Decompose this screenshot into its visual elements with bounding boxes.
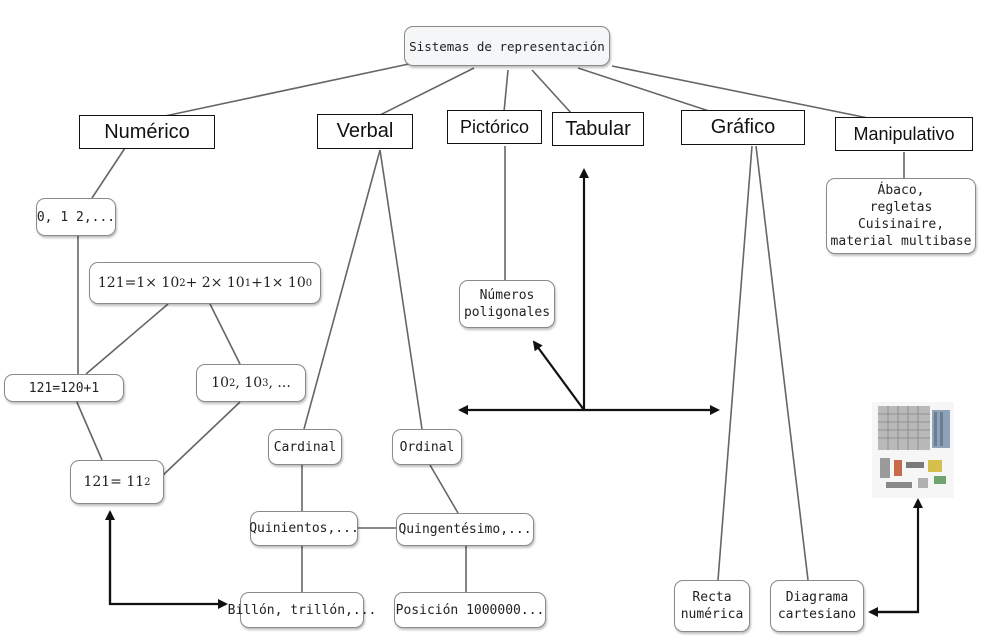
arrow-layer xyxy=(105,168,923,617)
node-recta[interactable]: Recta numérica xyxy=(674,580,750,632)
category-numerico[interactable]: Numérico xyxy=(79,115,215,149)
powers-part-b: , 10 xyxy=(235,374,263,391)
numeric-connectors xyxy=(75,147,241,479)
powers-part-a: 10 xyxy=(211,374,230,391)
powers-part-c: , ... xyxy=(268,374,291,391)
arrow-square-to-billon xyxy=(108,512,228,609)
node-posicion[interactable]: Posición 1000000... xyxy=(394,592,546,628)
expanded-exp-1: 2 xyxy=(179,277,186,289)
grafico-connectors xyxy=(717,145,809,581)
arrow-to-blocks-image xyxy=(870,498,923,614)
category-grafico[interactable]: Gráfico xyxy=(681,110,805,145)
root-node[interactable]: Sistemas de representación xyxy=(404,26,610,66)
base-ten-blocks-image xyxy=(872,402,954,498)
root-connectors xyxy=(164,61,869,119)
category-tabular[interactable]: Tabular xyxy=(552,112,644,146)
expanded-part-c: +1× 10 xyxy=(251,274,306,291)
category-verbal[interactable]: Verbal xyxy=(317,114,413,149)
expanded-exp-2: 1 xyxy=(244,277,252,289)
expanded-part-a: 121=1× 10 xyxy=(97,274,180,291)
powers-exp-2: 3 xyxy=(262,377,269,389)
expanded-part-b: + 2× 10 xyxy=(185,274,245,291)
node-abaco[interactable]: Ábaco, regletas Cuisinaire, material mul… xyxy=(826,178,976,254)
node-quingentesimo[interactable]: Quingentésimo,... xyxy=(396,513,534,546)
node-ordinal[interactable]: Ordinal xyxy=(392,429,462,465)
node-quinientos[interactable]: Quinientos,... xyxy=(249,511,359,546)
node-diagrama[interactable]: Diagrama cartesiano xyxy=(770,580,864,632)
category-pictorico[interactable]: Pictórico xyxy=(447,110,542,144)
node-cardinal[interactable]: Cardinal xyxy=(268,429,342,465)
node-sum[interactable]: 121=120+1 xyxy=(4,374,124,402)
node-billon[interactable]: Billón, trillón,... xyxy=(228,592,376,628)
node-poligonales[interactable]: Números poligonales xyxy=(459,280,555,328)
verbal-connectors xyxy=(301,149,467,592)
square-part-a: 121= 11 xyxy=(83,473,145,490)
axis-arrow-diagonal xyxy=(532,340,585,411)
powers-exp-1: 2 xyxy=(229,377,236,389)
expanded-exp-3: 0 xyxy=(305,277,313,289)
node-digits[interactable]: 0, 1 2,... xyxy=(36,198,116,236)
square-exp-1: 2 xyxy=(144,476,151,488)
category-manipulativo[interactable]: Manipulativo xyxy=(835,117,973,151)
